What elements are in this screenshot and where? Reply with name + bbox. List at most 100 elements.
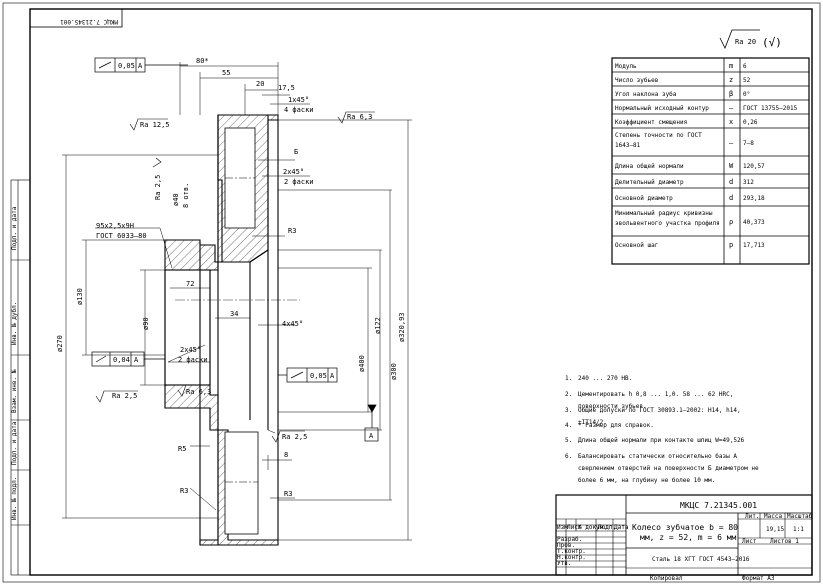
title-doc-code: МКЦС 7.21345.001 [680,501,757,510]
param-name: Минимальный радиус кривизны [615,210,713,217]
param-name: Число зубьев [615,77,658,84]
title-list: Лист [742,538,757,545]
note-number: 2. [565,391,572,398]
dim-17-5: 17,5 [278,84,295,92]
tolerance-1-base: A [138,62,143,70]
param-symbol: ρ [729,218,733,226]
note-text: более 6 мм, на глубину не более 10 мм. [578,477,715,484]
title-header-cell: Лист [567,524,582,531]
dim-d270: ø270 [56,335,64,352]
dim-d40b: 8 отв. [182,183,190,208]
side-label-4: Подп. и дата [11,421,18,465]
tolerance-2-base: A [134,356,139,364]
note-number: 5. [565,437,572,444]
dim-r3-mid: R3 [180,487,188,495]
param-value: 0° [743,91,750,98]
note-text: сверлением отверстий на поверхности Б ди… [578,465,759,472]
dim-chamfer-4: 4x45° [282,320,303,328]
param-table-frame [611,57,810,265]
param-symbol: – [729,104,734,112]
param-name: Делительный диаметр [615,179,684,186]
title-header-cell: Изм [557,524,568,531]
param-symbol: m [729,62,733,70]
param-symbol: – [729,139,734,147]
tolerance-3-value: 0,05 [310,372,327,380]
param-name: 1643–81 [615,142,641,149]
tolerance-frame-1 [94,57,188,73]
roughness-symbols [95,111,375,443]
dim-d40: ø40 [172,193,180,206]
roughness-12-5: Ra 12,5 [140,121,170,129]
title-role-cell: Пров. [557,542,575,549]
param-value: ГОСТ 13755–2015 [743,105,798,112]
param-symbol: d [729,178,733,186]
title-part-name-2: мм, z = 52, m = 6 мм [640,533,737,542]
note-text: Длина общей нормали при контакте шпиц W=… [578,437,745,444]
roughness-general-value: Ra 20 [735,38,756,46]
param-value: 312 [743,179,754,186]
side-label-2: Инв. № дубл. [11,302,18,345]
note-text: поверхности зубьев. [578,403,647,410]
title-part-name-1: Колесо зубчатое b = 80 [632,522,738,532]
note-number: 1. [565,375,572,382]
param-value: 17,713 [743,242,765,249]
dim-d400: ø400 [358,355,366,372]
param-name: Модуль [615,63,637,70]
note-number: 3. [565,407,572,414]
param-value: 293,18 [743,195,765,202]
left-side-strips [10,179,31,576]
technical-notes: 1.240 ... 270 HB.2.Цементировать h 0,8 .… [565,375,759,484]
title-lit: Лит. [745,513,759,520]
doc-code-box [29,8,123,28]
dim-r3-top: R3 [288,227,296,235]
param-symbol: x [729,118,733,126]
title-kopiroval: Копировал [650,575,683,582]
title-role-cell: Т.контр. [557,548,586,555]
dim-chamfer-2: 2x45° [283,168,304,176]
title-header-cell: Дата [614,524,629,531]
roughness-2-5-bottom: Ra 2,5 [282,433,307,441]
note-number: 4. [565,422,572,429]
base-a-marker [364,404,379,442]
dim-20: 20 [256,80,264,88]
dim-d300: ø300 [390,363,398,380]
title-block-frame [555,494,813,576]
dim-chamfer-3b: 2 фаски [178,356,208,364]
part-upper-half [164,114,279,271]
param-name: Степень точности по ГОСТ [615,132,702,139]
title-material: Сталь 18 ХГТ ГОСТ 4543–2016 [652,556,750,563]
base-a-label: A [369,432,374,440]
title-scale-value: 1:1 [793,526,804,533]
leader-lines [95,103,310,511]
dim-r5: R5 [178,445,186,453]
param-name: Основной шаг [615,242,658,249]
param-symbol: d [729,194,733,202]
title-role-cell: Н.контр. [557,554,586,561]
title-role-cell: Утв. [557,560,571,567]
label-b: Б [294,148,298,156]
dim-r3-bottom: R3 [284,490,292,498]
dim-chamfer-2b: 2 фаски [284,178,314,186]
param-value: 40,373 [743,219,765,226]
tolerance-3-base: A [330,372,335,380]
title-role-cell: Разраб. [557,536,582,543]
param-value: 7–8 [743,140,754,147]
tolerance-frame-3 [278,367,338,383]
note-text: 240 ... 270 HB. [578,375,632,382]
dim-d122: ø122 [374,317,382,334]
param-value: 52 [743,77,751,84]
note-text: Балансировать статически относительно ба… [578,453,737,460]
title-massa: Масса [764,513,782,520]
side-label-1: Подп. и дата [11,206,18,250]
title-listov: Листов 1 [770,538,799,545]
note-text: Общие допуски по ГОСТ 30893.1–2002: H14,… [578,407,741,414]
title-header-cell: Подп. [598,524,616,531]
roughness-2-5-top: Ra 2,5 [154,175,162,200]
roughness-6-3-top: Ra 6,3 [347,113,372,121]
roughness-2-5-left: Ra 2,5 [112,392,137,400]
tolerance-2-value: 0,04 [113,356,130,364]
side-label-5: Инв. № подл. [11,477,18,520]
roughness-general-symbol [719,29,760,49]
